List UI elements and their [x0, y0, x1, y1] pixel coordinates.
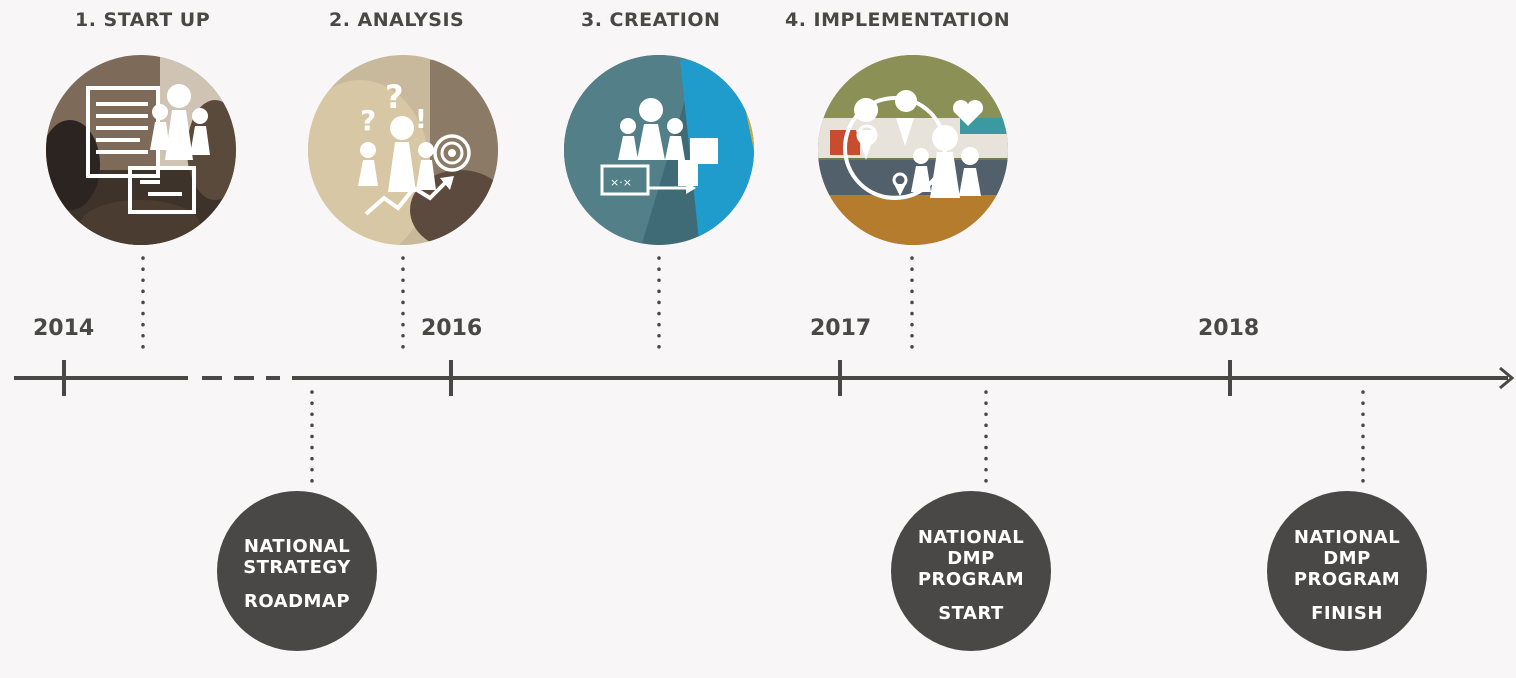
phase-label-analysis: 2. ANALYSIS — [329, 9, 465, 31]
milestone-line: STRATEGY — [243, 557, 351, 578]
year-label-2018: 2018 — [1198, 316, 1260, 341]
svg-text:?: ? — [385, 78, 404, 116]
milestone-line: NATIONAL — [917, 527, 1025, 548]
milestone-line: DMP — [1323, 548, 1371, 569]
documents-people-icon — [86, 84, 210, 214]
milestone-tag: ROADMAP — [243, 591, 351, 612]
milestone-line: DMP — [947, 548, 995, 569]
location-people-heart-icon — [843, 90, 984, 200]
creation-people-board-icon: ×·× — [600, 98, 718, 196]
phase-label-implementation: 4. IMPLEMENTATION — [785, 9, 1011, 31]
milestone-national-dmp-program-finish: NATIONAL DMP PROGRAM FINISH — [1267, 491, 1427, 651]
year-ticks — [62, 360, 1232, 396]
svg-text:?: ? — [360, 104, 376, 137]
milestone-national-strategy-roadmap: NATIONAL STRATEGY ROADMAP — [217, 491, 377, 651]
milestone-line: PROGRAM — [1293, 569, 1401, 590]
year-label-2017: 2017 — [810, 316, 872, 341]
milestone-national-dmp-program-start: NATIONAL DMP PROGRAM START — [891, 491, 1051, 651]
milestone-tag: FINISH — [1311, 603, 1383, 624]
year-label-2014: 2014 — [33, 316, 95, 341]
phase-label-creation: 3. CREATION — [581, 9, 721, 31]
timeline-axis — [14, 366, 1515, 390]
milestone-line: PROGRAM — [917, 569, 1025, 590]
milestone-line: NATIONAL — [243, 536, 351, 557]
phase-label-start-up: 1. START UP — [75, 9, 211, 31]
svg-text:!: ! — [415, 105, 427, 135]
year-label-2016: 2016 — [421, 316, 483, 341]
svg-text:×·×: ×·× — [610, 176, 632, 189]
milestone-tag: START — [938, 603, 1004, 624]
analysis-people-target-icon: ? ? ! — [358, 78, 471, 216]
milestone-line: NATIONAL — [1293, 527, 1401, 548]
dotted-connectors — [141, 256, 1365, 486]
